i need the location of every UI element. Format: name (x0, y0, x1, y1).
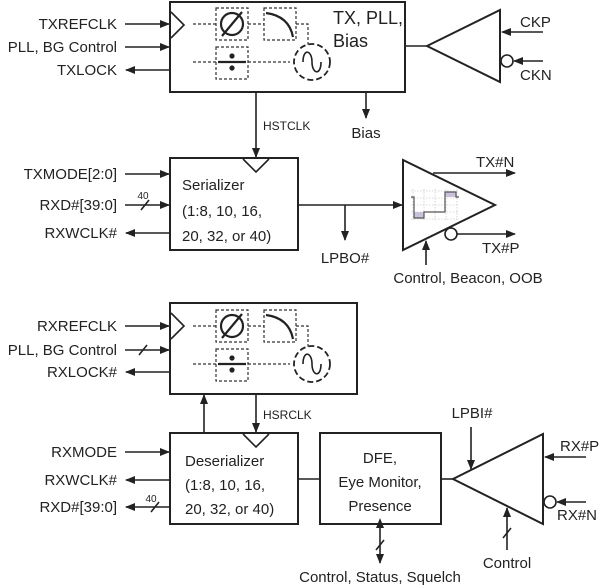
waveform-deemphasis-high (445, 192, 456, 197)
waveform-eye-icon (411, 189, 459, 220)
deserializer-ratio-line1: (1:8, 10, 16, (185, 477, 265, 494)
bus-slash-icon (138, 344, 148, 356)
waveform-deemphasis-low (414, 212, 424, 218)
rxp-label: RX#P (560, 438, 599, 455)
clock-input-triangle-icon (242, 433, 270, 449)
rxmode-label: RXMODE (51, 444, 117, 461)
serializer-title: Serializer (182, 177, 245, 194)
rx-control-label: Control (483, 555, 531, 572)
ckp-label: CKP (520, 14, 551, 31)
serializer-ratio-line2: 20, 32, or 40) (182, 228, 271, 245)
vco-oscillator-icon (293, 345, 331, 383)
tx-pll-title-line2: Bias (333, 31, 368, 51)
bus-slash-icon (375, 539, 385, 551)
deserializer-ratio-line2: 20, 32, or 40) (185, 501, 274, 518)
hsrclk-label: HSRCLK (263, 408, 312, 422)
txmode-label: TXMODE[2:0] (24, 166, 117, 183)
clock-input-triangle-icon (170, 312, 186, 340)
bus-slash-icon (502, 527, 512, 539)
lpbo-label: LPBO# (321, 250, 370, 267)
divider-icon (215, 46, 249, 80)
ckn-inversion-bubble (500, 54, 514, 68)
hstclk-label: HSTCLK (263, 119, 310, 133)
clock-input-triangle-icon (170, 11, 186, 39)
loop-filter-icon (263, 309, 297, 343)
loop-filter-icon (263, 7, 297, 41)
tx-pll-box (169, 1, 406, 93)
deserializer-rxd-label: RXD#[39:0] (39, 499, 117, 516)
rx-pll-box (169, 302, 358, 395)
dfe-eye-monitor: Eye Monitor, (338, 474, 421, 491)
tx-pll-bg-control-label: PLL, BG Control (8, 39, 117, 56)
bus-slash-icon (150, 501, 160, 513)
deserializer-bus-width: 40 (145, 494, 157, 505)
tx-driver-block (402, 158, 498, 252)
dfe-title: DFE, (363, 450, 397, 467)
tx-control-label: Control, Beacon, OOB (393, 270, 542, 287)
clock-buffer-amplifier (424, 8, 501, 84)
txrefclk-label: TXREFCLK (39, 16, 117, 33)
deserializer-title: Deserializer (185, 453, 264, 470)
bias-label: Bias (351, 125, 380, 142)
rx-pll-bg-control-label: PLL, BG Control (8, 342, 117, 359)
txn-label: TX#N (476, 154, 514, 171)
txlock-label: TXLOCK (57, 62, 117, 79)
serializer-block: Serializer (1:8, 10, 16, 20, 32, or 40) (169, 157, 299, 251)
serializer-ratio-line1: (1:8, 10, 16, (182, 203, 262, 220)
rxrefclk-label: RXREFCLK (37, 318, 117, 335)
phase-detector-icon (215, 7, 249, 41)
ckn-label: CKN (520, 67, 552, 84)
deserializer-rxwclk-label: RXWCLK# (44, 472, 117, 489)
dfe-box (319, 432, 442, 525)
divider-icon (215, 348, 249, 382)
rx-pll-block (169, 302, 358, 395)
rxn-label: RX#N (557, 507, 597, 524)
dfe-presence: Presence (348, 498, 411, 515)
txp-label: TX#P (482, 240, 520, 257)
tx-pll-title: TX, PLL, (333, 8, 403, 28)
tx-pll-block: TX, PLL, Bias (169, 1, 406, 93)
serializer-box (169, 157, 299, 251)
phase-detector-icon (215, 309, 249, 343)
clock-input-triangle-icon (242, 158, 270, 174)
serializer-rxd-label: RXD#[39:0] (39, 197, 117, 214)
tx-driver-amplifier (402, 158, 498, 252)
txp-inversion-bubble (444, 227, 458, 241)
serializer-rxwclk-label: RXWCLK# (44, 225, 117, 242)
dfe-control-label: Control, Status, Squelch (299, 569, 461, 586)
rxn-inversion-bubble (543, 495, 557, 509)
serializer-bus-width: 40 (137, 191, 149, 202)
bus-slash-icon (140, 199, 150, 211)
dfe-block: DFE, Eye Monitor, Presence (319, 432, 442, 525)
lpbi-label: LPBI# (452, 405, 494, 422)
rxlock-label: RXLOCK# (47, 364, 118, 381)
vco-oscillator-icon (293, 43, 331, 81)
deserializer-block: Deserializer (1:8, 10, 16, 20, 32, or 40… (169, 432, 299, 525)
rx-receiver-amplifier (450, 432, 544, 526)
